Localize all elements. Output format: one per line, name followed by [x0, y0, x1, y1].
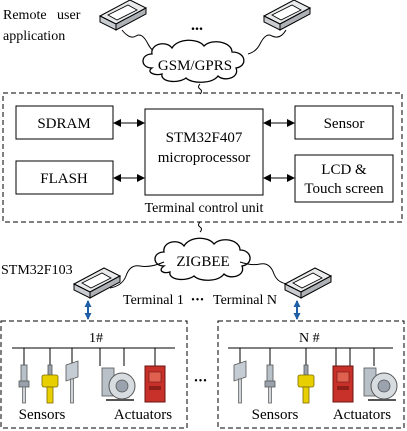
terminal-ellipsis: ••• — [191, 295, 205, 306]
cpu-box — [144, 108, 264, 196]
group-n-sensors-label: Sensors — [252, 407, 299, 423]
terminal-n-label: Terminal N — [213, 293, 277, 308]
zigbee-cloud: ZIGBEE — [154, 237, 251, 281]
link-remoteN-gsm — [247, 29, 287, 55]
zigbee-label: ZIGBEE — [176, 254, 229, 270]
remote-ellipsis: ... — [191, 17, 203, 34]
group-1-flowmeter-sensor-icon — [41, 364, 59, 404]
flash-box — [15, 160, 114, 195]
remote-user-label-line1: Remote user — [3, 8, 81, 23]
groups-ellipsis: ••• — [194, 376, 208, 387]
sensor-box — [294, 105, 394, 140]
remote-device-n-icon — [263, 0, 311, 31]
terminal-control-unit-caption: Terminal control unit — [145, 201, 264, 216]
group-n-frame — [217, 320, 405, 429]
sensor-label: Sensor — [324, 116, 365, 132]
remote-device-1-icon — [99, 0, 147, 31]
lcd-box — [294, 154, 394, 203]
link-zigbee-terminal1 — [109, 261, 165, 289]
group-n-cabinet-actuator-icon — [332, 365, 354, 403]
sdram-box — [15, 105, 114, 140]
cpu-label-line2: microprocessor — [158, 150, 250, 166]
link-terminal-zigbee — [198, 221, 202, 233]
stm32f103-label: STM32F103 — [1, 263, 73, 278]
group-1-pump-actuator-icon — [101, 367, 136, 401]
group-1-frame — [0, 320, 188, 429]
gsm-gprs-cloud: GSM/GPRS — [142, 39, 245, 83]
group-1-actuators-label: Actuators — [114, 407, 172, 423]
group-n-probe-sensor-icon — [264, 364, 276, 404]
lcd-label-line1: LCD & — [321, 162, 367, 178]
flash-label: FLASH — [40, 171, 88, 187]
group-1-gauge-sensor-icon — [65, 360, 79, 404]
link-gsm-terminal — [198, 83, 202, 95]
lcd-label-line2: Touch screen — [304, 181, 384, 197]
group-1-id: 1# — [89, 331, 103, 346]
group-n-flowmeter-sensor-icon — [297, 364, 315, 404]
group-n-pump-actuator-icon — [363, 367, 398, 401]
terminal-n-device-icon — [284, 267, 332, 299]
group-1-probe-sensor-icon — [18, 364, 30, 404]
cpu-label-line1: STM32F407 — [166, 130, 243, 146]
sdram-label: SDRAM — [37, 116, 90, 132]
group-1-sensors-label: Sensors — [19, 407, 66, 423]
group-n-actuators-label: Actuators — [333, 407, 391, 423]
group-1-cabinet-actuator-icon — [144, 365, 166, 403]
link-zigbee-terminalN — [239, 261, 291, 285]
gsm-gprs-label: GSM/GPRS — [158, 58, 232, 74]
group-n-gauge-sensor-icon — [233, 360, 247, 404]
remote-user-label-line2: application — [3, 29, 65, 44]
terminal-1-label: Terminal 1 — [123, 293, 184, 308]
group-n-id: N # — [299, 331, 320, 346]
terminal-1-device-icon — [73, 267, 121, 299]
